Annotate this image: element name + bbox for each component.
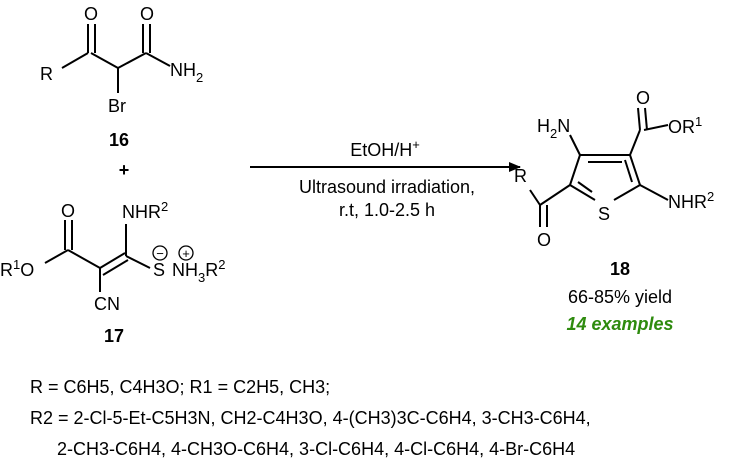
compound-18 xyxy=(529,107,669,227)
condition-solvent: EtOH/H+ xyxy=(350,137,420,160)
sulfur-label: S xyxy=(153,260,165,280)
nhr2-label: NHR2 xyxy=(122,199,168,222)
atom-label: O xyxy=(140,4,154,24)
atom-label: R xyxy=(514,166,527,186)
atom-label: O xyxy=(636,88,650,108)
positive-charge-circle xyxy=(178,245,194,261)
legend-line-2-text: R2 = 2-Cl-5-Et-C5H3N, CH2-C4H3O, 4-(CH3)… xyxy=(30,408,591,428)
ester-r1o-label: R1O xyxy=(0,257,34,280)
substituent-legend-line-3: 2-CH3-C6H4, 4-CH3O-C6H4, 3-Cl-C6H4, 4-Cl… xyxy=(57,438,575,460)
compound-16 xyxy=(61,24,171,93)
atom-label: O xyxy=(61,201,75,221)
amide-nh2-label: NH2 xyxy=(170,60,203,85)
plus-sign: + xyxy=(119,160,130,180)
atom-label: R xyxy=(40,64,53,84)
compound-number-18: 18 xyxy=(610,259,630,279)
negative-charge-circle xyxy=(152,245,168,261)
atom-label: O xyxy=(84,4,98,24)
substituent-legend-line-1: R = C6H5, C4H3O; R1 = C2H5, CH3; xyxy=(30,376,330,398)
legend-line-1-text: R = C6H5, C4H3O; R1 = C2H5, CH3; xyxy=(30,377,331,397)
legend-line-3-text: 2-CH3-C6H4, 4-CH3O-C6H4, 3-Cl-C6H4, 4-Cl… xyxy=(57,439,576,459)
bromine-label: Br xyxy=(108,96,126,116)
examples-count: 14 examples xyxy=(566,314,673,334)
condition-line-1: Ultrasound irradiation, xyxy=(299,177,475,197)
nhr2-label: NHR2 xyxy=(668,189,714,212)
sulfur-label: S xyxy=(598,204,610,224)
condition-line-2: r.t, 1.0-2.5 h xyxy=(339,200,435,220)
compound-17 xyxy=(44,220,151,292)
compound-number-17: 17 xyxy=(104,326,124,346)
compound-number-16: 16 xyxy=(109,130,129,150)
ester-or1-label: OR1 xyxy=(668,114,702,137)
ammonium-label: NH3R2 xyxy=(172,257,225,285)
negative-charge: − xyxy=(156,246,164,261)
yield-text: 66-85% yield xyxy=(568,287,672,307)
atom-label: O xyxy=(537,230,551,250)
positive-charge: + xyxy=(182,246,190,261)
substituent-legend-line-2: R2 = 2-Cl-5-Et-C5H3N, CH2-C4H3O, 4-(CH3)… xyxy=(30,407,591,429)
nitrile-label: CN xyxy=(94,294,120,314)
amine-h2n-label: H2N xyxy=(537,116,570,141)
